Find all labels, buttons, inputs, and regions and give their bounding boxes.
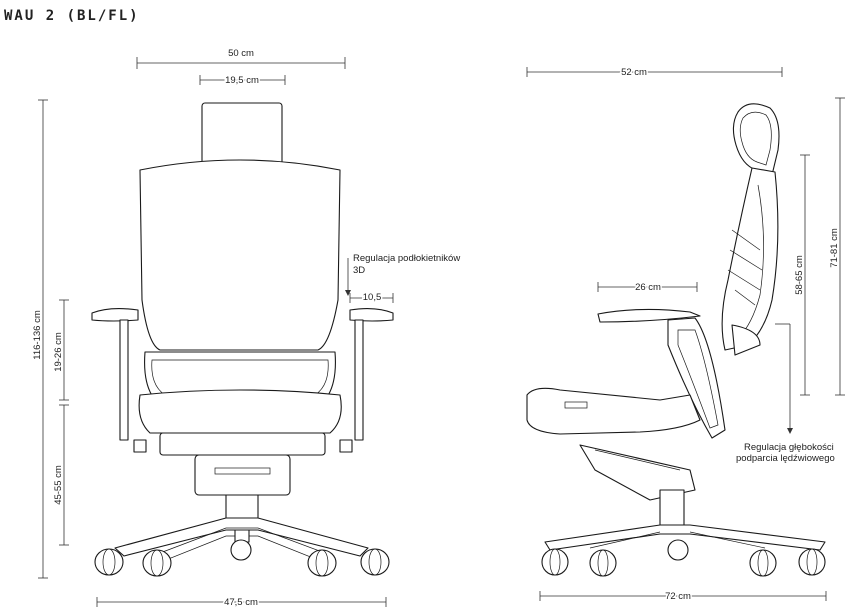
front-chair-outline — [91, 102, 394, 561]
drawing-title: WAU 2 (BL/FL) — [4, 8, 140, 24]
lumbar-note: Regulacja głębokości podparcia lędźwiowe… — [736, 323, 835, 464]
label-base-depth: 72 cm — [665, 591, 691, 602]
wheel-side-5 — [798, 548, 826, 576]
label-lumbar-note-1: Regulacja głębokości — [744, 442, 834, 453]
side-wheels — [541, 539, 826, 577]
dim-headrest-width: 19,5 cm — [199, 74, 286, 88]
label-armrest-note-1: Regulacja podłokietników — [353, 253, 460, 264]
label-front-total-width: 50 cm — [228, 48, 254, 59]
label-headrest-adjust: 19-26 cm — [53, 332, 64, 372]
wheel-front-4 — [307, 549, 337, 577]
label-armrest-depth: 26 cm — [635, 282, 661, 293]
wheel-front-1 — [94, 548, 124, 576]
dim-total-height: 116-136 cm — [32, 99, 48, 579]
armrest-note: Regulacja podłokietników 3D — [345, 253, 460, 296]
label-headrest-width: 19,5 cm — [225, 75, 259, 86]
label-back-height: 71-81 cm — [829, 228, 840, 268]
label-armrest-note-2: 3D — [353, 265, 365, 276]
label-side-depth: 52 cm — [621, 67, 647, 78]
front-wheels — [94, 539, 390, 577]
dim-headrest-adjust: 19-26 cm — [53, 299, 69, 401]
wheel-front-5 — [360, 548, 390, 576]
dim-armrest-depth: 26 cm — [597, 281, 698, 295]
label-base-width: 47,5 cm — [224, 597, 258, 608]
wheel-side-2 — [589, 549, 617, 577]
label-total-height: 116-136 cm — [32, 310, 43, 360]
label-seat-height: 45-55 cm — [53, 465, 64, 505]
dim-backrest-height: 58-65 cm — [794, 154, 810, 396]
wheel-side-3 — [667, 539, 689, 561]
label-lumbar-note-2: podparcia lędźwiowego — [736, 453, 835, 464]
side-chair-outline — [526, 103, 826, 551]
label-backrest-height: 58-65 cm — [794, 255, 805, 295]
wheel-front-3 — [230, 539, 252, 561]
front-view: 50 cm 19,5 cm 116-136 cm 19-26 cm 45-55 — [32, 48, 460, 610]
dim-base-depth: 72 cm — [539, 590, 827, 604]
dim-armrest-width: 10,5 — [349, 291, 394, 305]
dim-side-depth: 52 cm — [526, 66, 783, 80]
wheel-side-1 — [541, 548, 569, 576]
dim-seat-height: 45-55 cm — [53, 404, 69, 546]
side-view: 52 cm 71-81 cm 58-65 cm 26 cm — [526, 66, 845, 604]
wheel-front-2 — [142, 549, 172, 577]
dim-front-total-width: 50 cm — [136, 48, 346, 69]
dim-base-width: 47,5 cm — [96, 596, 387, 610]
wheel-side-4 — [749, 549, 777, 577]
label-armrest-width: 10,5 — [363, 292, 382, 303]
dim-back-height: 71-81 cm — [829, 97, 845, 396]
